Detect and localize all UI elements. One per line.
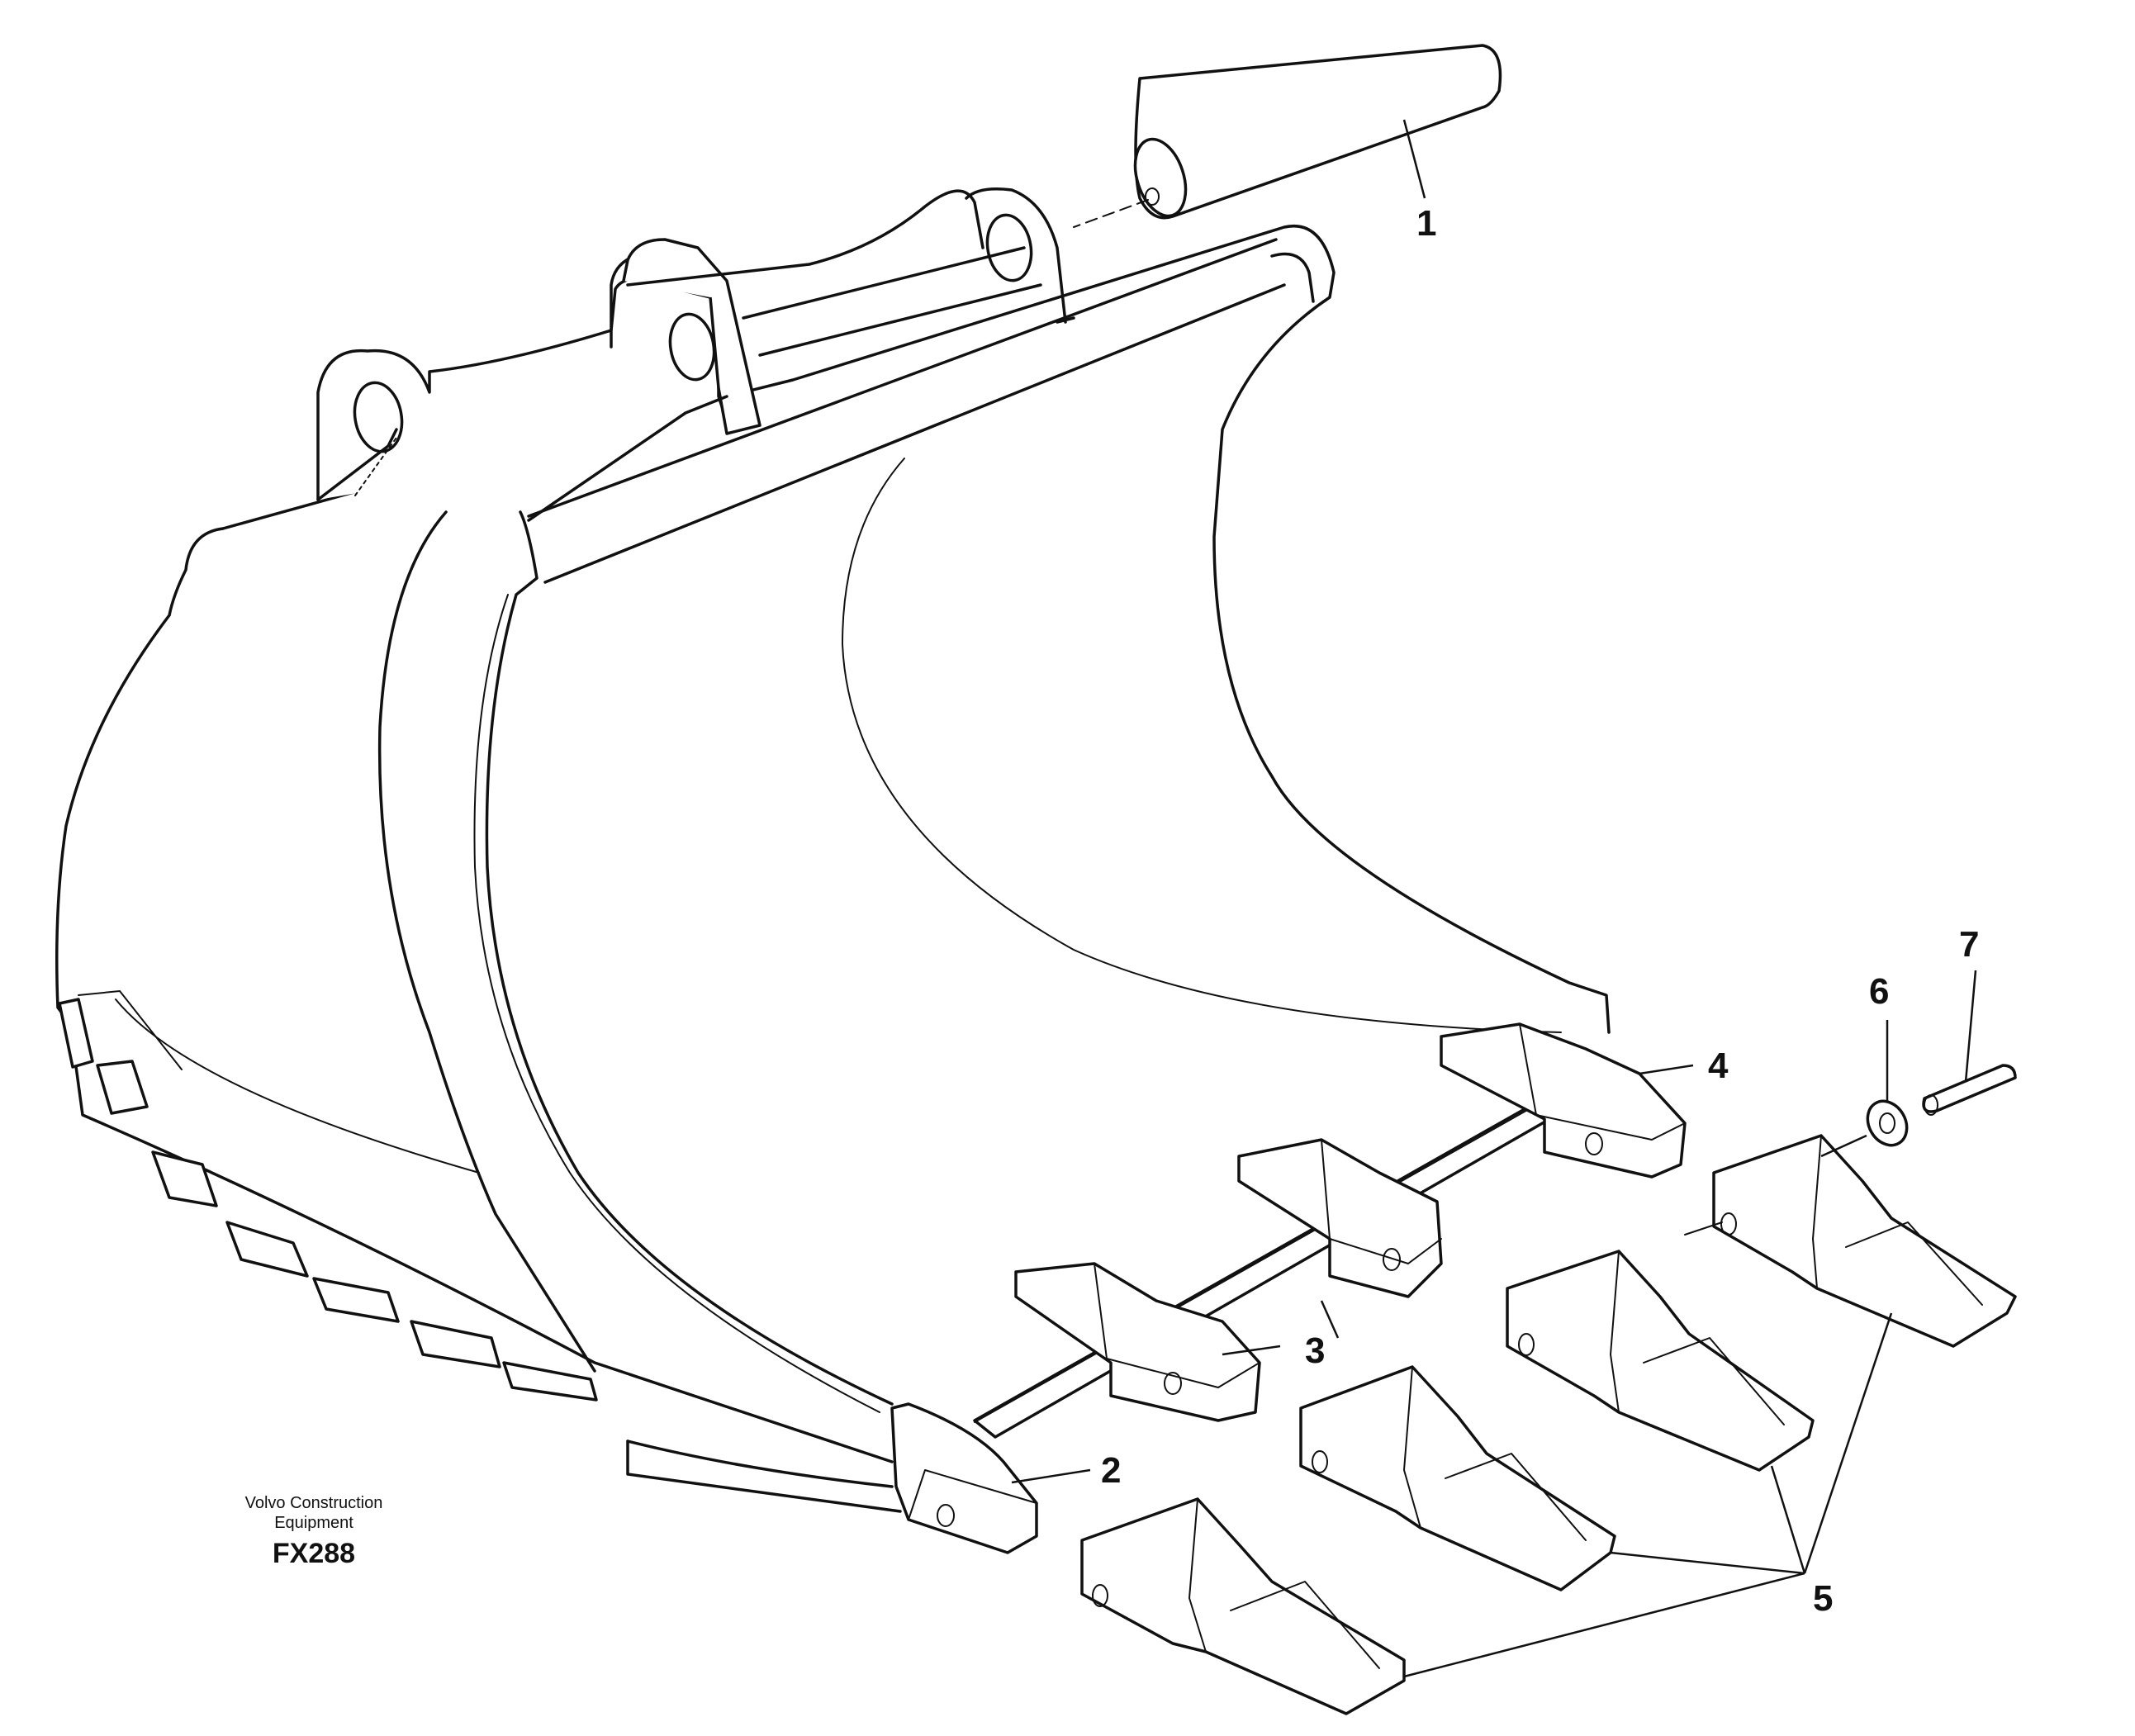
adapter-part-3a bbox=[1014, 1262, 1261, 1422]
bucket-body bbox=[55, 187, 1611, 1513]
callout-5: 5 bbox=[1813, 1578, 1833, 1619]
adapter-part-2 bbox=[890, 1402, 1038, 1554]
retainer-pin-part-7 bbox=[1922, 970, 2017, 1116]
figure-code: FX288 bbox=[272, 1538, 356, 1569]
credit-line-1: Volvo Construction bbox=[244, 1494, 383, 1512]
credit-line-2: Equipment bbox=[274, 1514, 353, 1532]
tooth-3 bbox=[1506, 1250, 1815, 1472]
callout-3: 3 bbox=[1305, 1330, 1325, 1371]
callout-7: 7 bbox=[1959, 924, 1979, 965]
tooth-2 bbox=[1299, 1365, 1616, 1591]
callout-2: 2 bbox=[1101, 1450, 1121, 1491]
retainer-washer-part-6 bbox=[1866, 1020, 1909, 1147]
pin-part-1 bbox=[1073, 44, 1502, 228]
leader-lines bbox=[1011, 119, 1893, 1678]
callout-6: 6 bbox=[1869, 971, 1889, 1012]
tooth-4 bbox=[1712, 1134, 2017, 1348]
adapter-part-3b bbox=[1237, 1138, 1443, 1298]
publisher-credit: Volvo Construction Equipment FX288 bbox=[190, 1493, 438, 1570]
callout-4: 4 bbox=[1708, 1046, 1729, 1086]
adapter-part-4 bbox=[1440, 1022, 1687, 1179]
callout-1: 1 bbox=[1416, 203, 1436, 244]
tooth-1 bbox=[1080, 1497, 1406, 1715]
